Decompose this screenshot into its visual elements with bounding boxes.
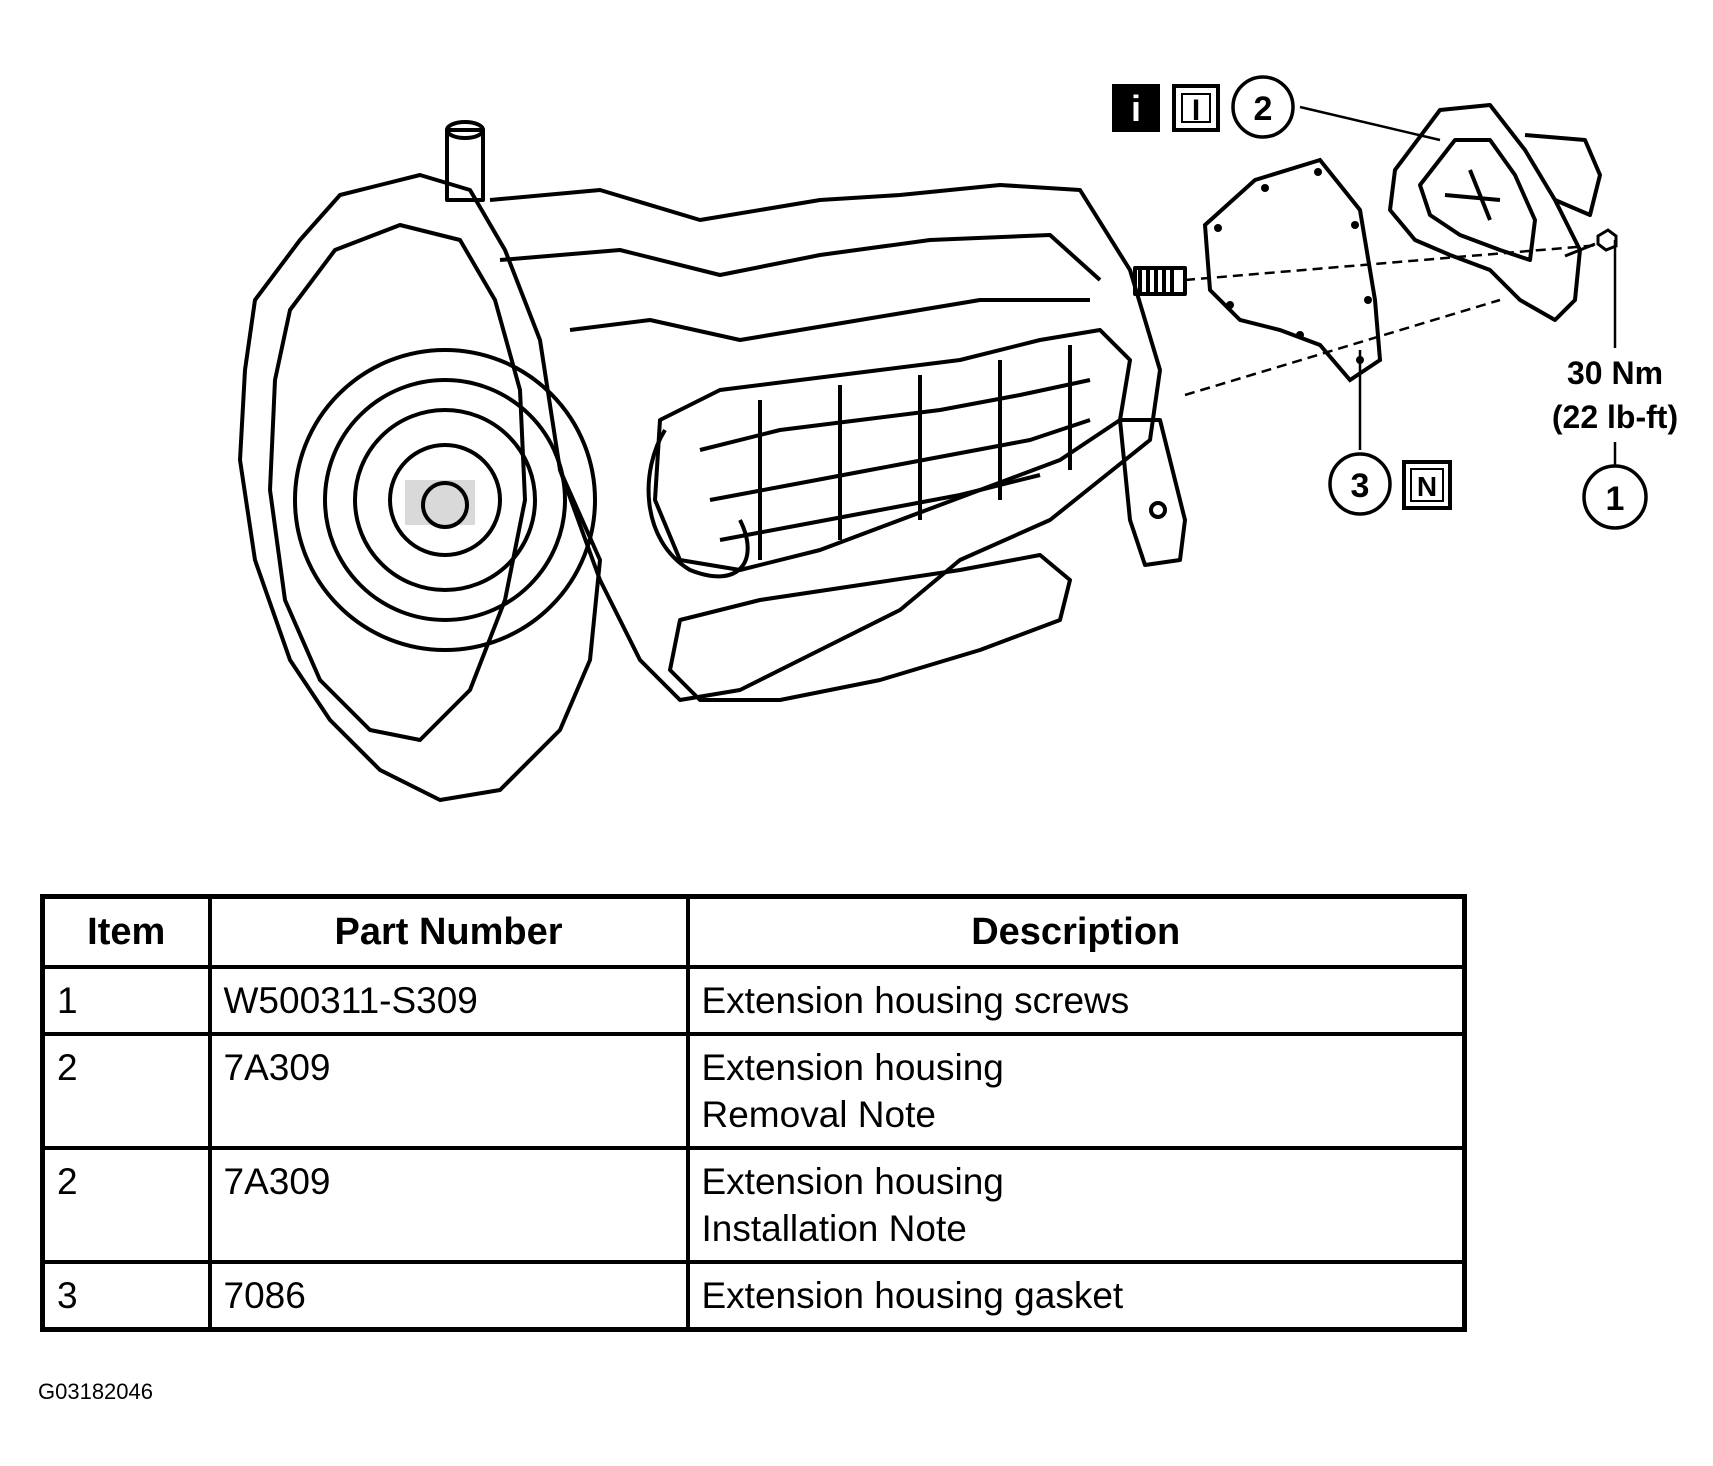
column-header-item: Item <box>40 894 212 969</box>
svg-text:i: i <box>1131 88 1141 129</box>
table-row: 3 7086 Extension housing gasket <box>40 1260 1467 1332</box>
callout-item-1: 1 <box>1582 464 1648 530</box>
table-row: 2 7A309 Extension housing Installation N… <box>40 1146 1467 1264</box>
cell-description: Extension housing Installation Note <box>685 1146 1467 1264</box>
callout-item-2: 2 <box>1231 75 1295 139</box>
column-header-part-number: Part Number <box>207 894 690 969</box>
torque-imperial: (22 lb-ft) <box>1552 399 1678 435</box>
extension-housing-illustration <box>1388 103 1602 322</box>
gasket-bolt-holes <box>1214 168 1372 364</box>
cell-part-number: 7A309 <box>207 1032 690 1150</box>
leader-lines <box>1184 105 1617 465</box>
cell-description: Extension housing gasket <box>685 1260 1467 1332</box>
callout-item-3: 3 <box>1328 452 1392 516</box>
cell-item: 3 <box>40 1260 212 1332</box>
cell-item: 2 <box>40 1032 212 1150</box>
torque-metric: 30 Nm <box>1567 355 1663 391</box>
figure-code: G03182046 <box>38 1379 153 1404</box>
svg-text:N: N <box>1417 471 1437 502</box>
description-line: Extension housing screws <box>701 980 1130 1021</box>
cell-part-number: W500311-S309 <box>207 965 690 1036</box>
new-part-icon: N <box>1402 460 1452 510</box>
cell-item: 1 <box>40 965 212 1036</box>
gasket-illustration <box>1202 157 1383 383</box>
description-note-link[interactable]: Removal Note <box>701 1094 936 1135</box>
transmission-illustration <box>238 120 1187 802</box>
parts-table: Item Part Number Description 1 W500311-S… <box>40 894 1467 1332</box>
screw-illustration <box>1564 228 1618 258</box>
table-row: 2 7A309 Extension housing Removal Note <box>40 1032 1467 1150</box>
cell-part-number: 7A309 <box>207 1146 690 1264</box>
column-header-description: Description <box>685 894 1467 969</box>
svg-text:2: 2 <box>1254 90 1273 128</box>
cell-description: Extension housing screws <box>685 965 1467 1036</box>
svg-text:1: 1 <box>1606 480 1625 518</box>
cell-part-number: 7086 <box>207 1260 690 1332</box>
table-header-row: Item Part Number Description <box>40 894 1467 969</box>
transmission-diagram: i I 2 3 N 30 Nm (22 lb-ft) 1 <box>238 75 1678 802</box>
svg-text:I: I <box>1192 94 1200 127</box>
description-line: Extension housing gasket <box>701 1275 1124 1316</box>
description-line: Extension housing <box>701 1047 1004 1088</box>
description-line: Extension housing <box>701 1161 1004 1202</box>
table-row: 1 W500311-S309 Extension housing screws <box>40 965 1467 1036</box>
installation-icon: I <box>1172 84 1220 132</box>
info-icon: i <box>1112 84 1160 132</box>
description-note-link[interactable]: Installation Note <box>701 1208 967 1249</box>
cell-description: Extension housing Removal Note <box>685 1032 1467 1150</box>
cell-item: 2 <box>40 1146 212 1264</box>
svg-text:3: 3 <box>1351 467 1370 505</box>
